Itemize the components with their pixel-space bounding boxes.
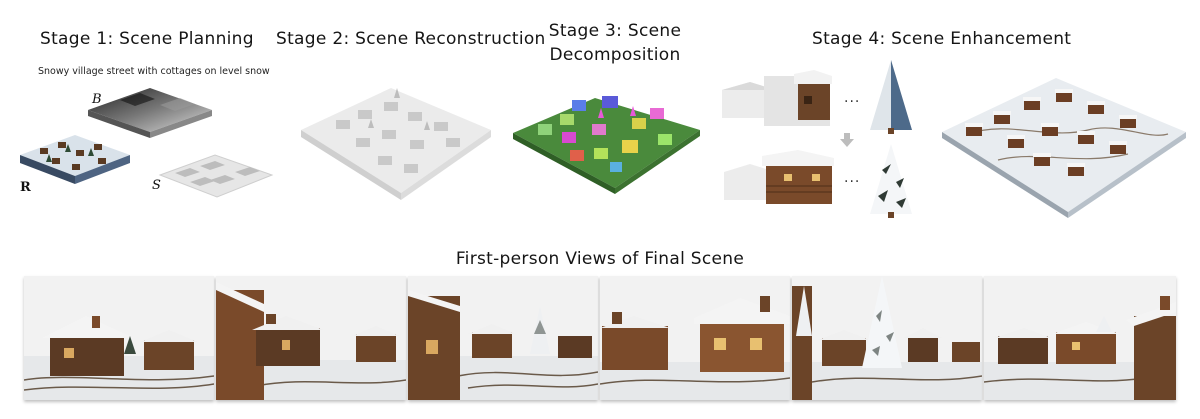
first-person-view-5 — [792, 276, 982, 400]
stage3-title-line2: Decomposition — [549, 45, 681, 65]
semantic-map-s — [158, 154, 274, 198]
stage1-title: Stage 1: Scene Planning — [40, 29, 254, 49]
stage2-reconstruction — [296, 78, 496, 208]
first-person-view-4 — [600, 276, 790, 400]
stage2-title: Stage 2: Scene Reconstruction — [276, 29, 546, 49]
label-s: S — [152, 178, 161, 193]
stage4-ellipsis-2: ... — [844, 170, 861, 186]
stage4-house-after — [722, 150, 838, 208]
first-person-view-3 — [408, 276, 598, 400]
rendered-scene-r — [20, 135, 130, 184]
down-arrow-icon — [840, 133, 854, 147]
stage4-title: Stage 4: Scene Enhancement — [812, 29, 1072, 49]
stage3-decomposition — [510, 88, 705, 198]
first-person-views-title: First-person Views of Final Scene — [455, 249, 745, 269]
first-person-view-2 — [216, 276, 406, 400]
stage4-tree-after — [866, 142, 916, 220]
stage3-title-line1: Stage 3: Scene — [548, 21, 682, 41]
stage4-tree-before — [866, 58, 916, 136]
first-person-view-6 — [984, 276, 1176, 400]
stage4-ellipsis-1: ... — [844, 90, 861, 106]
stage4-house-before — [718, 70, 836, 130]
stage4-enhanced-scene — [938, 70, 1190, 218]
stage1-prompt: Snowy village street with cottages on le… — [38, 66, 270, 77]
label-b: B — [92, 92, 102, 107]
first-person-view-1 — [24, 276, 214, 400]
height-map-b — [88, 88, 212, 138]
stage1-visuals — [10, 80, 280, 215]
label-r: R — [20, 180, 31, 195]
